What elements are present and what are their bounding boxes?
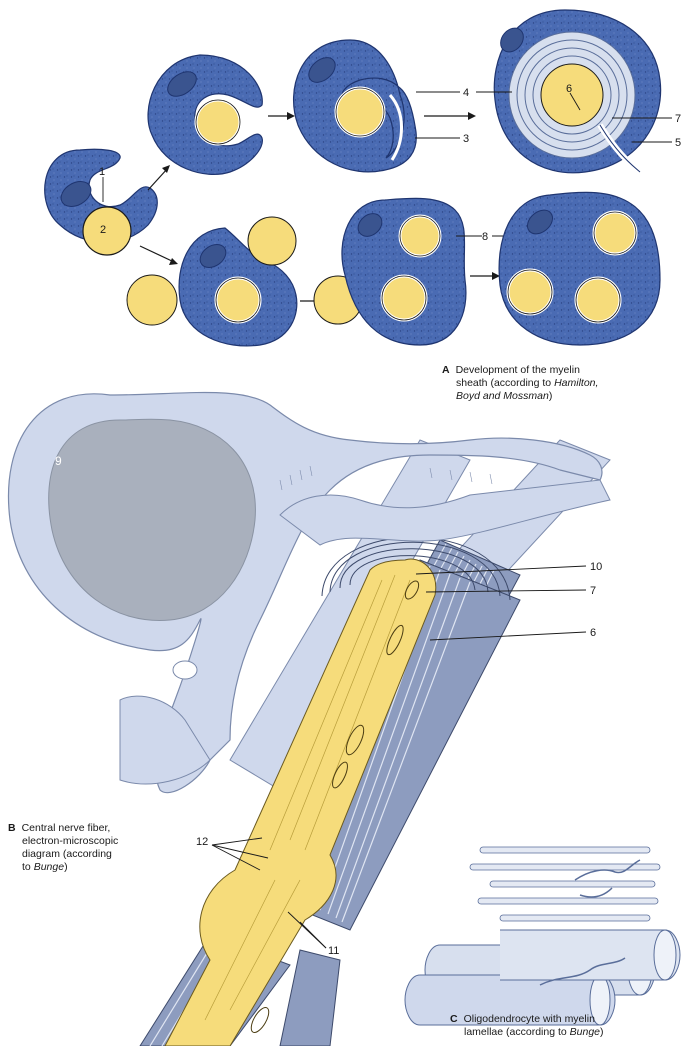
cell-bottom-3 <box>499 192 660 345</box>
svg-text:1: 1 <box>99 166 105 178</box>
svg-text:7: 7 <box>590 585 596 597</box>
label-9: 9 <box>55 454 62 468</box>
label-3: 3 <box>415 133 469 145</box>
arrow-down <box>140 246 178 265</box>
myelin-cylinders <box>405 930 680 1025</box>
panel-c-oligodendrocyte <box>405 847 680 1025</box>
svg-text:3: 3 <box>463 133 469 145</box>
svg-text:5: 5 <box>675 137 681 149</box>
arrow-top-2 <box>424 112 476 120</box>
svg-text:6: 6 <box>566 83 572 95</box>
svg-text:7: 7 <box>675 113 681 125</box>
arrow-top-1 <box>268 112 295 120</box>
svg-text:12: 12 <box>196 836 208 848</box>
svg-text:10: 10 <box>590 561 602 573</box>
svg-text:11: 11 <box>328 945 339 957</box>
arrow-bottom-2 <box>470 272 500 280</box>
free-axon-left <box>127 275 177 325</box>
cell-top-3 <box>294 40 417 172</box>
panel-a-development: 1 2 <box>45 10 681 346</box>
label-2: 2 <box>100 224 106 236</box>
label-1: 1 <box>99 166 105 202</box>
cell-top-2 <box>148 55 262 174</box>
free-axon-top <box>248 217 296 265</box>
svg-text:4: 4 <box>463 87 469 99</box>
svg-text:8: 8 <box>482 231 488 243</box>
label-4: 4 <box>416 87 469 99</box>
svg-text:6: 6 <box>590 627 596 639</box>
cell-top-4 <box>494 10 660 173</box>
cell-bottom-2 <box>342 198 466 345</box>
arrow-up <box>148 165 170 190</box>
